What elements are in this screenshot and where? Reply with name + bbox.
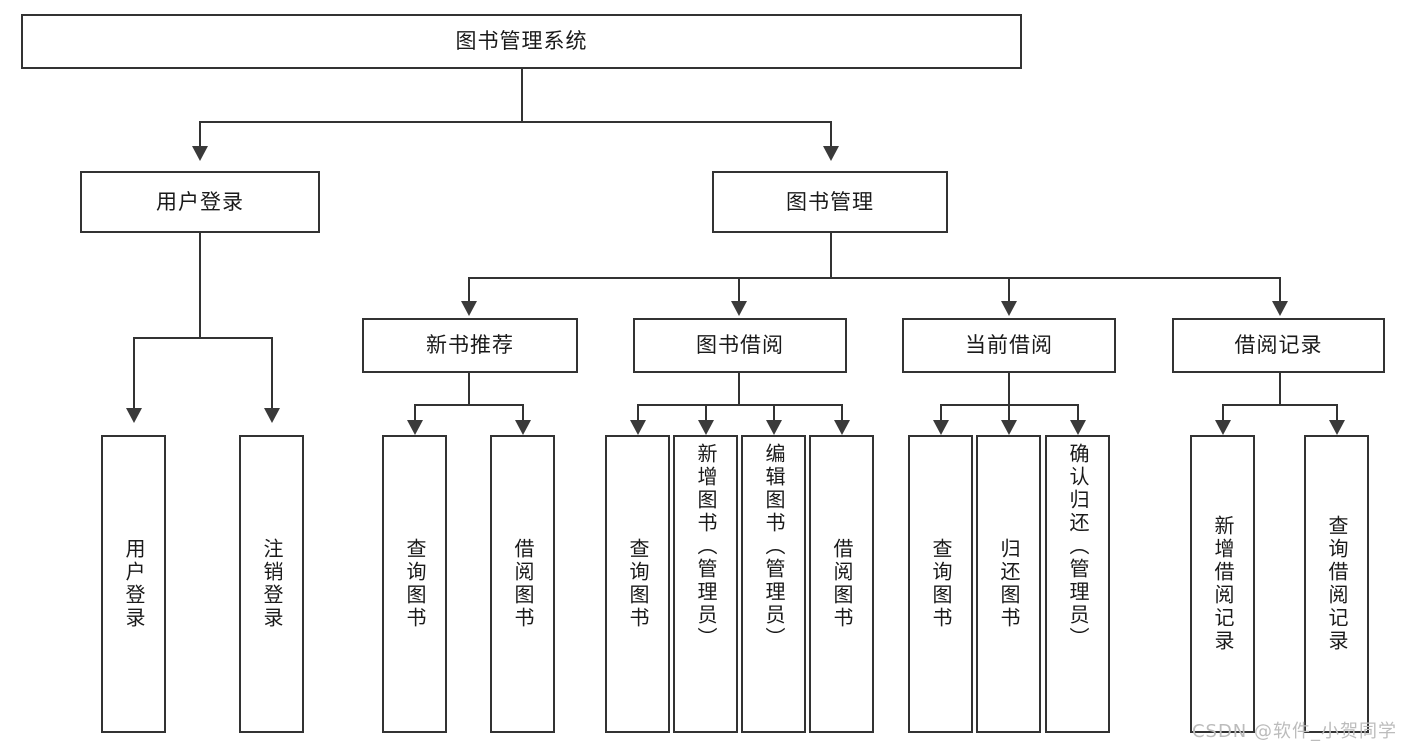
leaf-br-query-record[interactable]: 查询借阅记录 [1304,435,1369,733]
arrowhead-cb-leaf-1 [933,420,949,435]
connector-borrow-record-stem [1279,373,1281,405]
node-label: 图书管理系统 [455,29,588,54]
arrowhead-br-leaf-2 [1329,420,1345,435]
leaf-bb-query-book[interactable]: 查询图书 [605,435,670,733]
arrowhead-br-leaf-1 [1215,420,1231,435]
node-label: 图书借阅 [696,333,784,358]
connector-user-login-leaf-2 [271,337,273,410]
connector-book-borrow-leaf-3 [773,404,775,422]
leaf-cb-query-book[interactable]: 查询图书 [908,435,973,733]
node-current-borrow[interactable]: 当前借阅 [902,318,1116,373]
node-user-login[interactable]: 用户登录 [80,171,320,233]
connector-new-book-recommend-leaf-2 [522,404,524,422]
connector-root-to-book-manage [830,121,832,149]
connector-current-borrow-leaf-3 [1077,404,1079,422]
connector-borrow-record-leaf-2 [1336,404,1338,422]
leaf-label: 确认归还（管理员） [1066,443,1090,650]
connector-root-stem [521,69,523,122]
leaf-label: 查询借阅记录 [1325,515,1349,653]
connector-book-manage-child-2 [738,277,740,303]
leaf-cb-return-book[interactable]: 归还图书 [976,435,1041,733]
leaf-bb-borrow-book[interactable]: 借阅图书 [809,435,874,733]
connector-book-manage-child-3 [1008,277,1010,303]
leaf-nbr-borrow-book[interactable]: 借阅图书 [490,435,555,733]
node-book-borrow[interactable]: 图书借阅 [633,318,847,373]
connector-new-book-recommend-stem [468,373,470,405]
arrowhead-bb-leaf-4 [834,420,850,435]
node-label: 新书推荐 [426,333,514,358]
connector-book-borrow-leaf-1 [637,404,639,422]
connector-book-manage-child-4 [1279,277,1281,303]
leaf-label: 注销登录 [260,538,284,630]
arrowhead-cb-leaf-2 [1001,420,1017,435]
node-borrow-record[interactable]: 借阅记录 [1172,318,1385,373]
arrowhead-bb-leaf-1 [630,420,646,435]
leaf-nbr-query-book[interactable]: 查询图书 [382,435,447,733]
connector-book-manage-bus [468,277,1279,279]
arrowhead-nbr-leaf-2 [515,420,531,435]
leaf-label: 编辑图书（管理员） [762,443,786,650]
connector-current-borrow-leaf-1 [940,404,942,422]
node-root-system[interactable]: 图书管理系统 [21,14,1022,69]
connector-user-login-leaf-1 [133,337,135,410]
leaf-label: 查询图书 [626,538,650,630]
leaf-label: 借阅图书 [511,538,535,630]
leaf-user-login-logout[interactable]: 注销登录 [239,435,304,733]
arrowhead-nbr-leaf-1 [407,420,423,435]
leaf-label: 查询图书 [929,538,953,630]
arrowhead-user-login [192,146,208,161]
connector-borrow-record-bus [1222,404,1338,406]
leaf-user-login-login[interactable]: 用户登录 [101,435,166,733]
node-book-manage[interactable]: 图书管理 [712,171,948,233]
node-label: 用户登录 [156,189,244,214]
connector-book-borrow-leaf-2 [705,404,707,422]
arrowhead-bb-leaf-3 [766,420,782,435]
leaf-label: 归还图书 [997,538,1021,630]
csdn-watermark: CSDN @软件_小贺同学 [1191,721,1397,742]
node-label: 当前借阅 [965,333,1053,358]
connector-book-borrow-stem [738,373,740,405]
arrowhead-borrow-record [1272,301,1288,316]
arrowhead-bb-leaf-2 [698,420,714,435]
connector-user-login-stem [199,233,201,338]
leaf-bb-edit-book[interactable]: 编辑图书（管理员） [741,435,806,733]
arrowhead-book-manage [823,146,839,161]
arrowhead-new-book-recommend [461,301,477,316]
node-label: 图书管理 [786,189,874,214]
node-new-book-recommend[interactable]: 新书推荐 [362,318,578,373]
connector-book-manage-stem [830,233,832,278]
connector-new-book-recommend-bus [414,404,524,406]
arrowhead-cb-leaf-3 [1070,420,1086,435]
connector-new-book-recommend-leaf-1 [414,404,416,422]
connector-user-login-bus [133,337,272,339]
connector-book-borrow-bus [637,404,843,406]
connector-current-borrow-stem [1008,373,1010,405]
arrowhead-user-login-leaf-2 [264,408,280,423]
leaf-label: 新增图书（管理员） [694,443,718,650]
arrowhead-current-borrow [1001,301,1017,316]
connector-borrow-record-leaf-1 [1222,404,1224,422]
leaf-label: 新增借阅记录 [1211,515,1235,653]
connector-root-to-user-login [199,121,201,149]
arrowhead-book-borrow [731,301,747,316]
node-label: 借阅记录 [1234,333,1323,358]
leaf-label: 借阅图书 [830,538,854,630]
connector-book-borrow-leaf-4 [841,404,843,422]
leaf-bb-add-book[interactable]: 新增图书（管理员） [673,435,738,733]
leaf-label: 用户登录 [122,538,146,630]
connector-book-manage-child-1 [468,277,470,303]
arrowhead-user-login-leaf-1 [126,408,142,423]
leaf-label: 查询图书 [403,538,427,630]
leaf-br-add-record[interactable]: 新增借阅记录 [1190,435,1255,733]
connector-root-bus [199,121,831,123]
connector-current-borrow-leaf-2 [1008,404,1010,422]
leaf-cb-confirm-return[interactable]: 确认归还（管理员） [1045,435,1110,733]
